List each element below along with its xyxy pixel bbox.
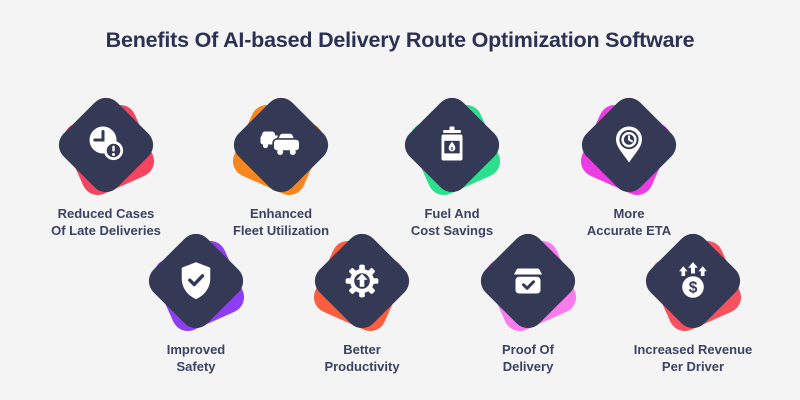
benefit-item-better-productivity: Better Productivity [267,227,457,375]
benefit-label: Fuel And Cost Savings [410,206,494,239]
shield-check-icon [172,257,220,305]
benefit-item-fleet-utilization: Enhanced Fleet Utilization [186,91,376,239]
benefit-label: Better Productivity [324,342,400,375]
diamond-tile [474,227,582,337]
benefit-item-improved-safety: Improved Safety [101,227,291,375]
benefit-label: Improved Safety [166,342,226,375]
benefit-item-proof-of-delivery: Proof Of Delivery [433,227,623,375]
benefit-item-reduced-late-deliveries: Reduced Cases Of Late Deliveries [11,91,201,239]
benefit-label: Increased Revenue Per Driver [633,342,753,375]
dollar-growth-icon: $ [669,257,717,305]
benefit-label: Reduced Cases Of Late Deliveries [51,206,161,239]
benefit-label: Enhanced Fleet Utilization [232,206,330,239]
fleet-cars-icon [257,121,305,169]
diamond-tile [227,91,335,201]
svg-text:$: $ [689,279,698,296]
diamond-tile: $ [639,227,747,337]
diamond-tile [142,227,250,337]
diamond-tile [575,91,683,201]
diamond-tile [308,227,416,337]
diamond-tile [52,91,160,201]
benefit-item-increased-revenue: $ Increased Revenue Per Driver [598,227,788,375]
fuel-barrel-icon: $ [428,121,476,169]
gear-up-arrow-icon [338,257,386,305]
diamond-tile: $ [398,91,506,201]
clock-alert-icon [82,121,130,169]
benefit-item-accurate-eta: More Accurate ETA [534,91,724,239]
benefit-label: More Accurate ETA [586,206,672,239]
benefit-item-fuel-cost-savings: $ Fuel And Cost Savings [357,91,547,239]
location-pin-clock-icon [605,121,653,169]
page-title: Benefits Of AI-based Delivery Route Opti… [105,28,695,52]
svg-text:$: $ [451,146,454,152]
box-check-icon [504,257,552,305]
benefit-label: Proof Of Delivery [502,342,554,375]
